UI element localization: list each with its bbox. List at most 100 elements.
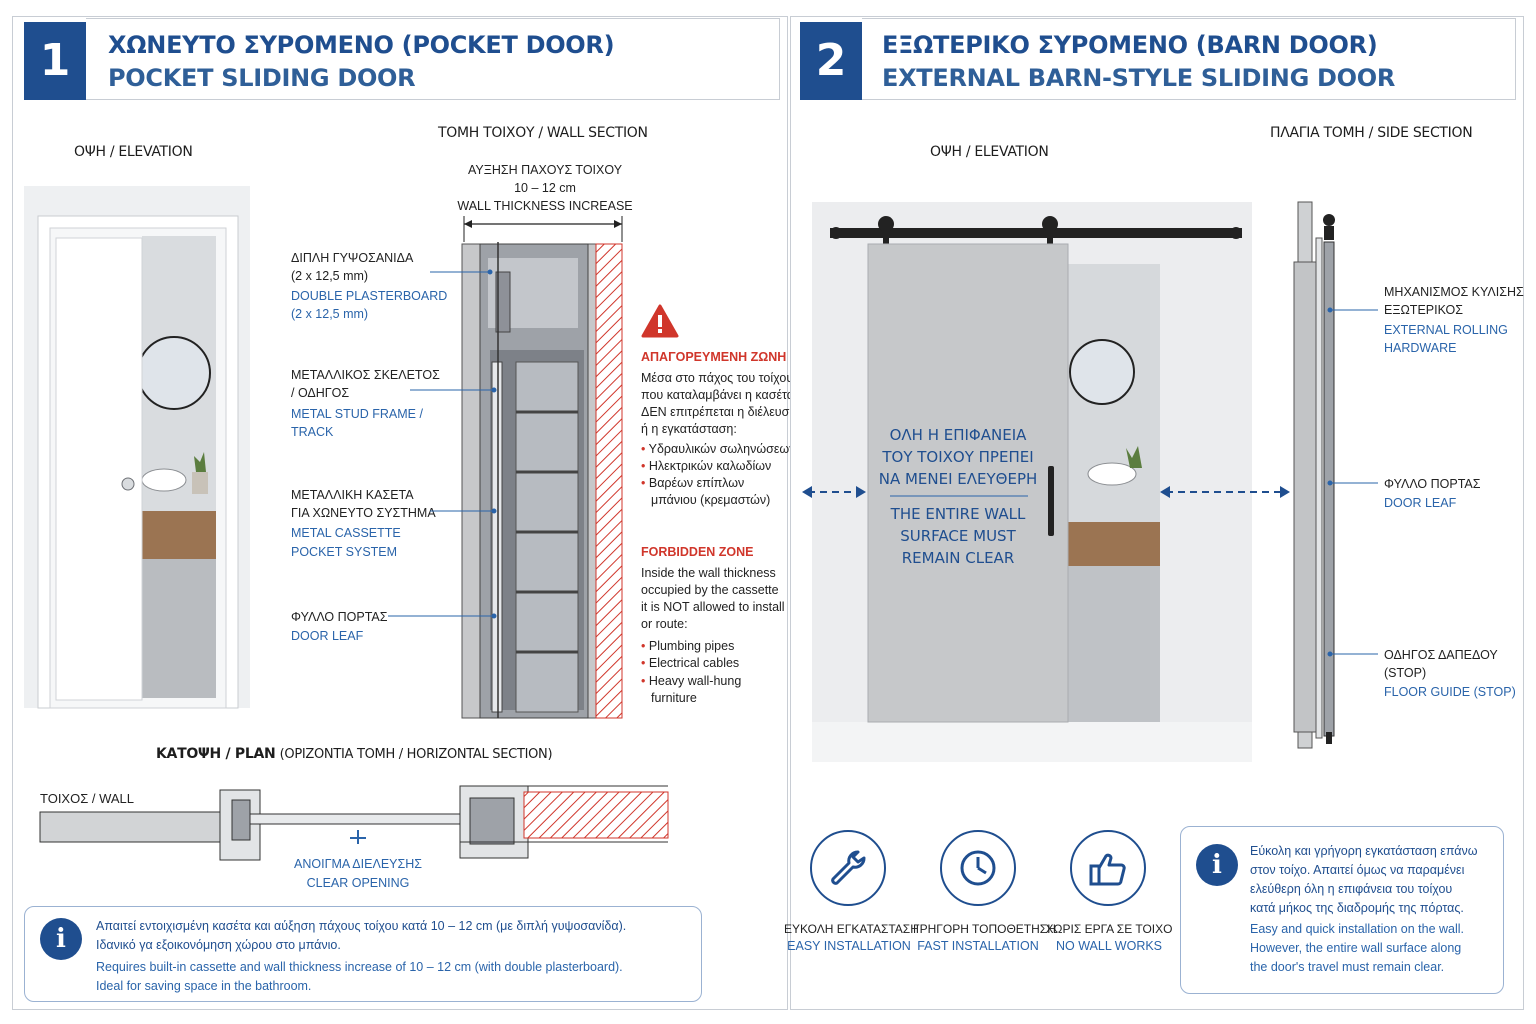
wrench-icon-circle xyxy=(810,830,886,906)
barn-info-gr-2: στον τοίχο. Απαιτεί όμως να παραμένει xyxy=(1250,863,1465,877)
clock-icon-circle xyxy=(940,830,1016,906)
forbidden-gr-line-3: ΔΕΝ επιτρέπεται η διέλευση xyxy=(641,405,797,419)
barn-info-en-3: the door's travel must remain clear. xyxy=(1250,960,1445,974)
forbidden-en-bullet-2: Electrical cables xyxy=(641,654,739,672)
door-text-gr-1: ΟΛΗ Η ΕΠΙΦΑΝΕΙΑ xyxy=(889,426,1027,444)
wall-label: ΤΟΙΧΟΣ / WALL xyxy=(40,791,135,806)
thumbs-up-icon-circle xyxy=(1070,830,1146,906)
barn-info-icon: i xyxy=(1196,844,1238,886)
callout-hardware-en2: HARDWARE xyxy=(1384,341,1457,355)
feature-3-en: NO WALL WORKS xyxy=(1055,939,1163,953)
wall-section-drawing xyxy=(461,216,623,719)
forbidden-en-line-2: occupied by the cassette xyxy=(641,583,779,597)
plan-section-drawing xyxy=(39,785,669,861)
section-number-2: 2 xyxy=(800,22,862,100)
door-text-gr-3: ΝΑ ΜΕΝΕΙ ΕΛΕΥΘΕΡΗ xyxy=(878,470,1038,488)
clock-icon xyxy=(960,850,996,886)
opening-label-gr: ΑΝΟΙΓΜΑ ΔΙΕΛΕΥΣΗΣ xyxy=(294,857,422,871)
callout-leaf-en: DOOR LEAF xyxy=(291,629,364,643)
barn-info-gr-3: ελεύθερη όλη η επιφάνεια του τοίχου xyxy=(1250,882,1453,896)
forbidden-gr-bullet-3-cont: μπάνιου (κρεμαστών) xyxy=(651,493,771,507)
callout-barn-leaf-en: DOOR LEAF xyxy=(1384,496,1457,510)
pocket-info-gr-1: Απαιτεί εντοιχισμένη κασέτα και αύξηση π… xyxy=(96,919,627,933)
pocket-title-gr: ΧΩΝΕΥΤΟ ΣΥΡΟΜΕΝΟ (POCKET DOOR) xyxy=(108,31,615,59)
barn-info-gr-1: Εύκολη και γρήγορη εγκατάσταση επάνω xyxy=(1250,844,1478,858)
forbidden-gr-line-4: ή η εγκατάσταση: xyxy=(641,422,737,436)
callout-hardware-gr1: ΜΗΧΑΝΙΣΜΟΣ ΚΥΛΙΣΗΣ xyxy=(1384,285,1524,299)
plan-label: ΚΑΤΟΨΗ / PLAN (ΟΡΙΖΟΝΤΙΑ ΤΟΜΗ / HORIZONT… xyxy=(156,746,553,762)
plan-label-bold: ΚΑΤΟΨΗ / PLAN xyxy=(156,746,276,762)
door-text-gr-2: ΤΟΥ ΤΟΙΧΟΥ ΠΡΕΠΕΙ xyxy=(882,448,1034,466)
thumbs-up-icon xyxy=(1089,853,1126,886)
callout-cassette-gr1: ΜΕΤΑΛΛΙΚΗ ΚΑΣΕΤΑ xyxy=(291,488,414,502)
thickness-label-en: WALL THICKNESS INCREASE xyxy=(457,199,633,213)
callout-cassette-en1: METAL CASSETTE xyxy=(291,526,401,540)
pocket-section-label: ΤΟΜΗ ΤΟΙΧΟΥ / WALL SECTION xyxy=(438,125,648,141)
pocket-info-en-2: Ideal for saving space in the bathroom. xyxy=(96,979,312,993)
callout-plaster-en2: (2 x 12,5 mm) xyxy=(291,307,369,321)
pocket-info-en-1: Requires built-in cassette and wall thic… xyxy=(96,960,623,974)
forbidden-gr-line-2: που καταλαμβάνει η κασέτα xyxy=(641,388,795,402)
callout-cassette-en2: POCKET SYSTEM xyxy=(291,545,398,559)
feature-1-gr: ΕΥΚΟΛΗ ΕΓΚΑΤΑΣΤΑΣΗ xyxy=(784,922,919,936)
forbidden-en-bullet-3: Heavy wall-hung xyxy=(641,672,741,690)
pocket-elevation-label: ΟΨΗ / ELEVATION xyxy=(74,144,193,160)
callout-guide-gr1: ΟΔΗΓΟΣ ΔΑΠΕΔΟΥ xyxy=(1384,648,1498,662)
barn-elevation-label: ΟΨΗ / ELEVATION xyxy=(930,144,1049,160)
pocket-title-box xyxy=(86,18,780,100)
thickness-value: 10 – 12 cm xyxy=(514,181,576,195)
callout-barn-leaf-gr: ΦΥΛΛΟ ΠΟΡΤΑΣ xyxy=(1384,477,1481,491)
barn-info-gr-4: κατά μήκος της διαδρομής της πόρτας. xyxy=(1250,901,1464,915)
callout-hardware-en1: EXTERNAL ROLLING xyxy=(1384,323,1508,337)
forbidden-en-line-3: it is NOT allowed to install xyxy=(641,600,785,614)
feature-2-gr: ΓΡΗΓΟΡΗ ΤΟΠΟΘΕΤΗΣΗ xyxy=(913,922,1056,936)
callout-stud-en1: METAL STUD FRAME / xyxy=(291,407,423,421)
callout-guide-en: FLOOR GUIDE (STOP) xyxy=(1384,685,1516,699)
forbidden-title-en: FORBIDDEN ZONE xyxy=(641,545,754,559)
forbidden-title-gr: ΑΠΑΓΟΡΕΥΜΕΝΗ ΖΩΝΗ xyxy=(641,350,787,364)
callout-stud-gr2: / ΟΔΗΓΟΣ xyxy=(291,386,350,400)
callout-plaster-gr1: ΔΙΠΛΗ ΓΥΨΟΣΑΝΙΔΑ xyxy=(291,251,414,265)
feature-1-en: EASY INSTALLATION xyxy=(787,939,911,953)
warning-icon xyxy=(641,304,679,338)
feature-3-gr: ΧΩΡΙΣ ΕΡΓΑ ΣΕ ΤΟΙΧΟ xyxy=(1045,922,1173,936)
forbidden-gr-bullet-3: Βαρέων επίπλων xyxy=(641,474,744,492)
opening-label-en: CLEAR OPENING xyxy=(306,876,410,890)
callout-stud-en2: TRACK xyxy=(291,425,334,439)
callout-leaf-gr: ΦΥΛΛΟ ΠΟΡΤΑΣ xyxy=(291,610,388,624)
door-text-en-1: THE ENTIRE WALL xyxy=(890,505,1026,523)
callout-hardware-gr2: ΕΞΩΤΕΡΙΚΟΣ xyxy=(1384,303,1463,317)
barn-info-en-1: Easy and quick installation on the wall. xyxy=(1250,922,1465,936)
door-text-en-2: SURFACE MUST xyxy=(900,527,1016,545)
pocket-info-box xyxy=(24,906,702,1002)
callout-guide-gr2: (STOP) xyxy=(1384,666,1427,680)
barn-title-en: EXTERNAL BARN-STYLE SLIDING DOOR xyxy=(882,64,1396,92)
pocket-title-en: POCKET SLIDING DOOR xyxy=(108,64,416,92)
forbidden-gr-line-1: Μέσα στο πάχος του τοίχου xyxy=(641,371,794,385)
callout-stud-gr1: ΜΕΤΑΛΛΙΚΟΣ ΣΚΕΛΕΤΟΣ xyxy=(291,368,440,382)
plan-label-rest: (ΟΡΙΖΟΝΤΙΑ ΤΟΜΗ / HORIZONTAL SECTION) xyxy=(279,747,553,762)
forbidden-en-bullet-1: Plumbing pipes xyxy=(641,637,734,655)
info-icon: i xyxy=(40,918,82,960)
callout-cassette-gr2: ΓΙΑ ΧΩΝΕΥΤΟ ΣΥΣΤΗΜΑ xyxy=(291,506,436,520)
forbidden-en-bullet-3-cont: furniture xyxy=(651,691,697,705)
barn-title-gr: ΕΞΩΤΕΡΙΚΟ ΣΥΡΟΜΕΝΟ (BARN DOOR) xyxy=(882,31,1378,59)
barn-info-en-2: However, the entire wall surface along xyxy=(1250,941,1462,955)
barn-title-box xyxy=(862,18,1516,100)
pocket-door-elevation xyxy=(24,186,250,709)
callout-plaster-en1: DOUBLE PLASTERBOARD xyxy=(291,289,448,303)
pocket-info-gr-2: Ιδανικό γα εξοικονόμηση χώρου στο μπάνιο… xyxy=(96,938,341,952)
wrench-icon xyxy=(831,850,866,885)
side-section-drawing xyxy=(1293,201,1335,749)
door-text-en-3: REMAIN CLEAR xyxy=(901,549,1015,567)
barn-section-label: ΠΛΑΓΙΑ ΤΟΜΗ / SIDE SECTION xyxy=(1270,125,1473,141)
forbidden-gr-bullet-1: Υδραυλικών σωληνώσεων xyxy=(641,440,796,458)
section-number-1: 1 xyxy=(24,22,86,100)
thickness-label-gr: ΑΥΞΗΣΗ ΠΑΧΟΥΣ ΤΟΙΧΟΥ xyxy=(467,163,623,177)
forbidden-gr-bullet-2: Ηλεκτρικών καλωδίων xyxy=(641,457,771,475)
callout-plaster-gr2: (2 x 12,5 mm) xyxy=(291,269,369,283)
feature-2-en: FAST INSTALLATION xyxy=(917,939,1039,953)
